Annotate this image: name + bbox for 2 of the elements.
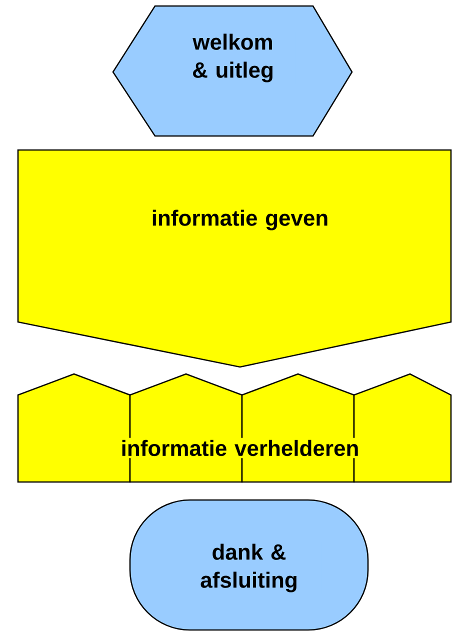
rounded-end-shape: dank & afsluiting [129, 499, 369, 631]
house-shapes-drawing: informatie verhelderen [17, 373, 452, 483]
